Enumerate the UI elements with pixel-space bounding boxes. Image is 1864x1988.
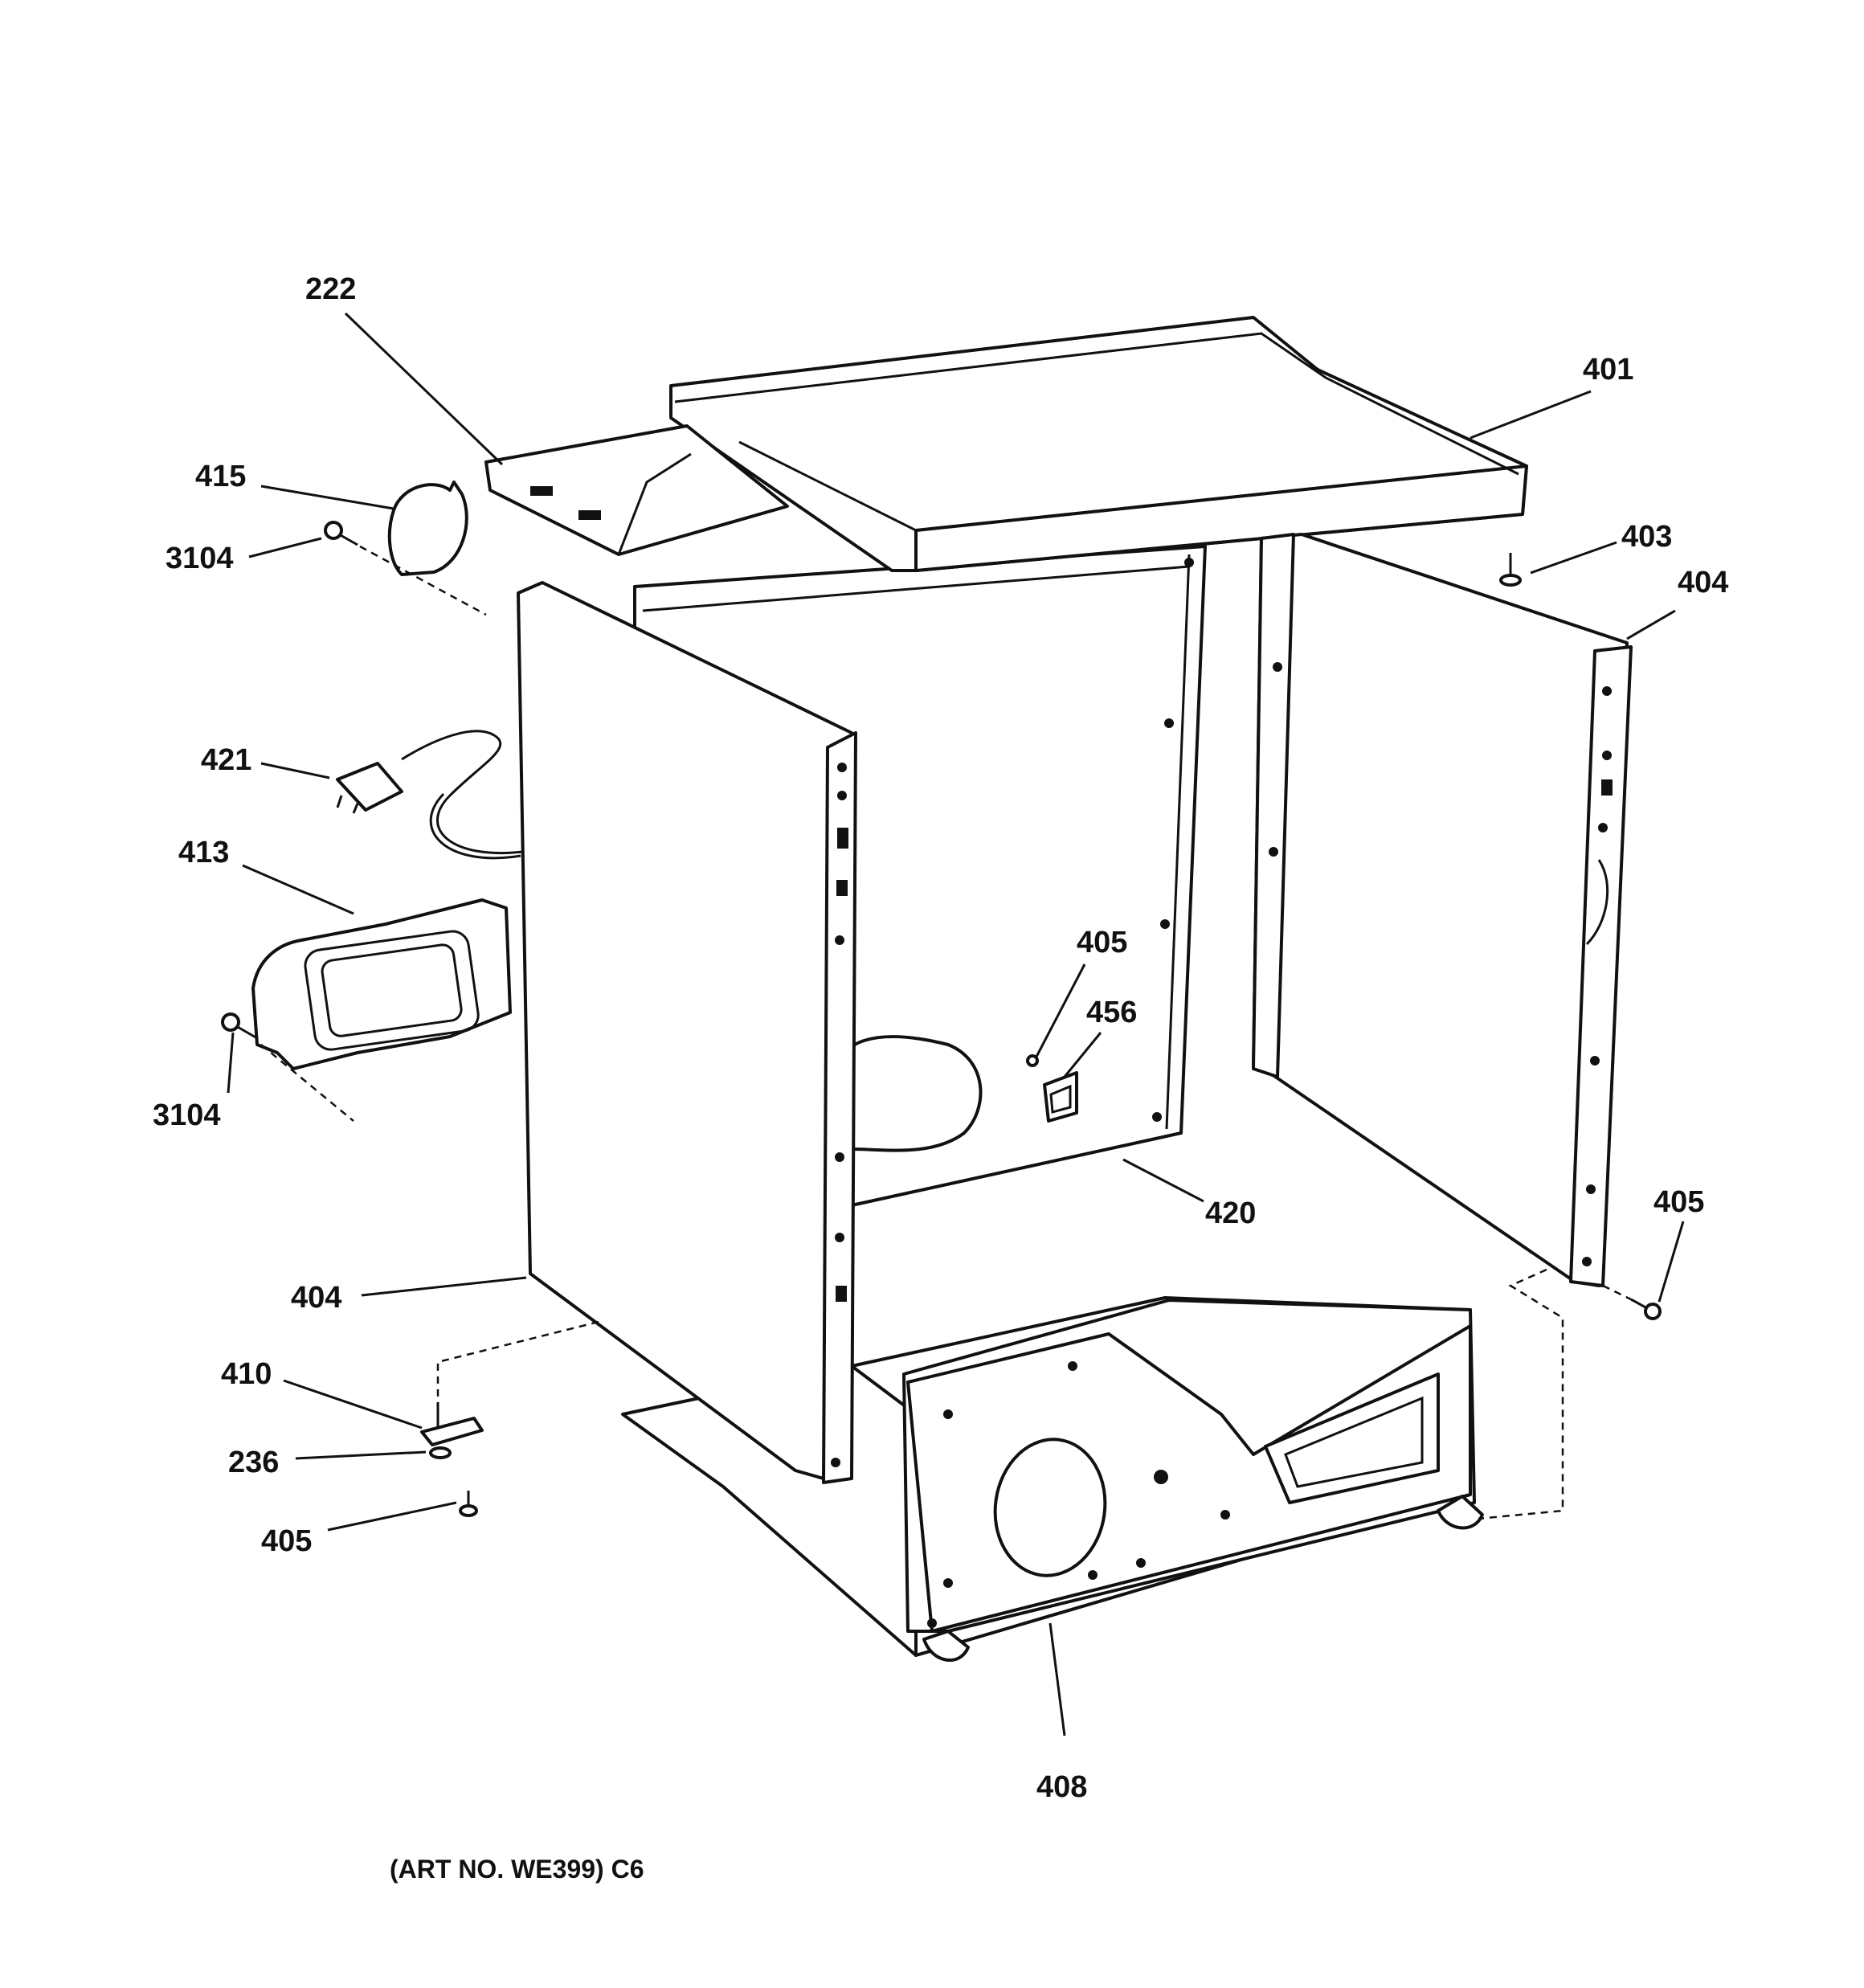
terminal-block-cover [251,898,512,1070]
screw-405-leg [459,1491,478,1517]
label-3104-lower: 3104 [153,1098,221,1132]
screw-405-rear [1026,1054,1039,1067]
side-panel-left [517,581,857,1484]
label-401: 401 [1583,353,1633,387]
label-404-left: 404 [291,1281,341,1315]
label-413: 413 [178,836,229,869]
label-410: 410 [221,1357,272,1391]
screw-3104-lower [221,1012,258,1040]
leader-lines [227,312,1685,1736]
screw-403 [1499,553,1522,587]
label-222: 222 [305,272,356,306]
side-panel-right [1252,533,1633,1287]
top-bracket [484,424,789,556]
label-456: 456 [1086,996,1137,1029]
label-421: 421 [201,743,251,777]
base-frame [621,1296,1484,1662]
label-405-right: 405 [1653,1185,1704,1219]
vent-cover [387,481,468,576]
power-cord [336,730,523,860]
top-cover [669,316,1528,572]
screw-3104-upper [324,521,358,546]
alignment-lines [260,545,1632,1520]
leveling-leg-410 [420,1402,484,1459]
label-408: 408 [1036,1770,1087,1804]
label-415: 415 [195,460,246,493]
art-number-caption: (ART NO. WE399) C6 [390,1855,644,1884]
label-236: 236 [228,1446,279,1479]
screw-405-right [1630,1298,1662,1320]
label-405-leg: 405 [261,1524,312,1558]
label-420: 420 [1205,1196,1256,1230]
part-labels: 222 401 415 3104 403 404 421 413 405 456… [153,272,1728,1804]
label-3104-upper: 3104 [166,542,234,575]
label-403: 403 [1621,520,1672,554]
label-405-rear: 405 [1077,926,1127,959]
label-404-right: 404 [1678,566,1728,599]
